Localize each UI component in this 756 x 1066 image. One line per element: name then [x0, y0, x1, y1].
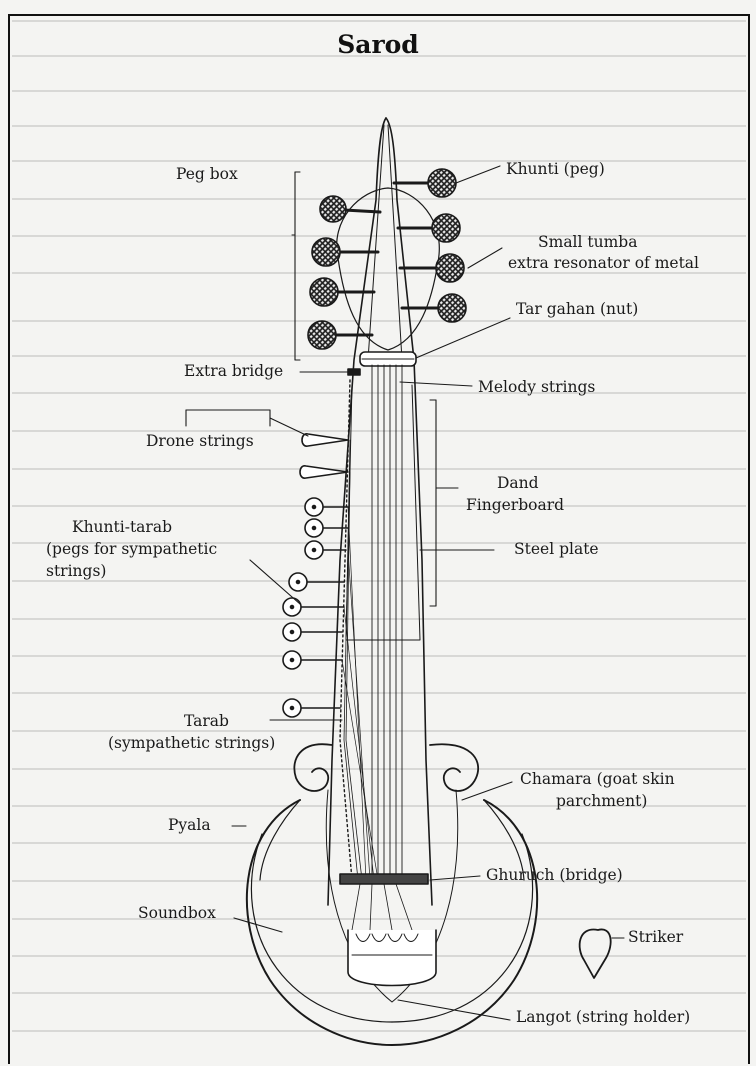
string-holder — [348, 930, 436, 986]
label-tarab-desc: (sympathetic strings) — [108, 734, 275, 753]
peg — [398, 214, 460, 242]
label-striker: Striker — [628, 928, 683, 947]
soundbox — [247, 744, 537, 1045]
striker-illustration — [580, 929, 611, 978]
label-chamara: Chamara (goat skin — [520, 770, 675, 789]
label-small-tumba: Small tumba — [538, 233, 637, 252]
label-khunti-tarab: Khunti-tarab — [72, 518, 172, 537]
label-tarab: Tarab — [184, 712, 229, 731]
peg — [394, 169, 456, 197]
label-khunti-tarab-desc-2: strings) — [46, 562, 106, 581]
bridge — [340, 874, 428, 930]
peg — [308, 321, 372, 349]
label-drone-strings: Drone strings — [146, 432, 254, 451]
extra-bridge — [348, 369, 360, 375]
label-melody-strings: Melody strings — [478, 378, 595, 397]
nut — [360, 352, 416, 366]
peg — [320, 196, 380, 222]
label-dand: Dand — [497, 474, 539, 493]
label-steel-plate: Steel plate — [514, 540, 599, 559]
figure-title: Sarod — [0, 30, 756, 59]
label-pyala: Pyala — [168, 816, 211, 835]
strings — [340, 365, 402, 880]
pegs-left — [308, 196, 380, 349]
label-peg-box: Peg box — [176, 165, 238, 184]
label-tar-gahan: Tar gahan (nut) — [516, 300, 638, 319]
label-langot: Langot (string holder) — [516, 1008, 690, 1027]
label-chamara-desc: parchment) — [556, 792, 647, 811]
drone-pegs — [300, 434, 348, 478]
label-khunti-peg: Khunti (peg) — [506, 160, 605, 179]
label-fingerboard: Fingerboard — [466, 496, 564, 515]
peg — [400, 254, 464, 282]
label-khunti-tarab-desc: (pegs for sympathetic — [46, 540, 217, 559]
label-small-tumba-desc: extra resonator of metal — [508, 254, 699, 273]
label-extra-bridge: Extra bridge — [184, 362, 283, 381]
tarab-pegs — [283, 498, 348, 717]
label-ghuruch: Ghuruch (bridge) — [486, 866, 623, 885]
label-soundbox: Soundbox — [138, 904, 216, 923]
peg — [402, 294, 466, 322]
